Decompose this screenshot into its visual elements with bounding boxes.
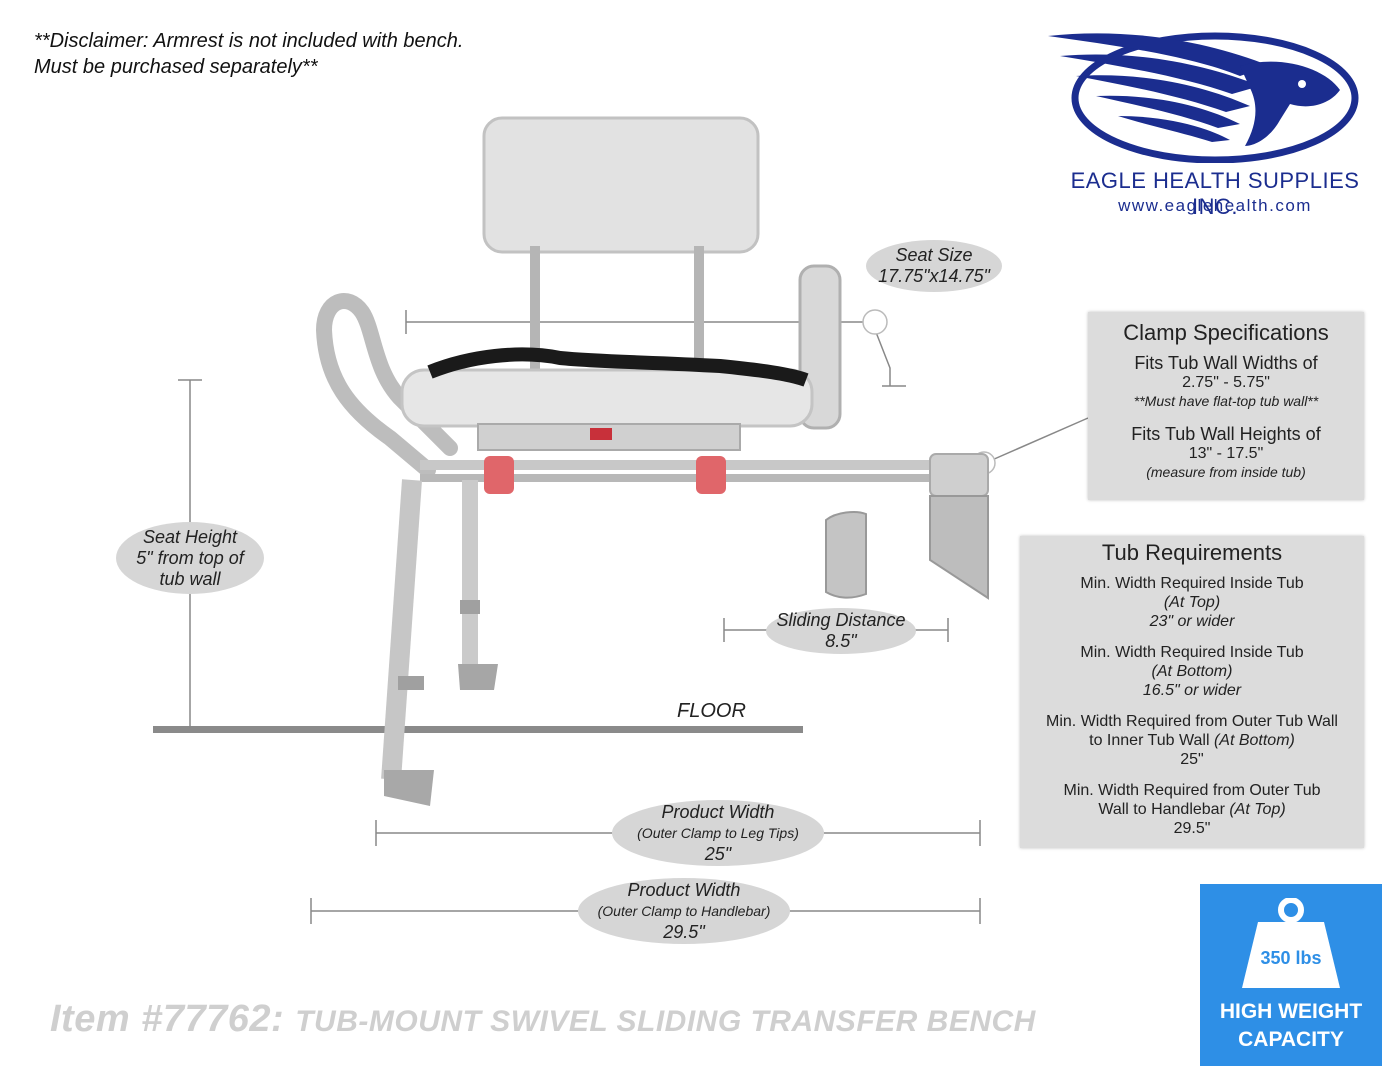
clamp-specifications-title: Clamp Specifications <box>1123 320 1329 345</box>
clamp-width-note: **Must have flat-top tub wall** <box>1133 393 1319 409</box>
tub-requirement-item: Min. Width Required from Outer Tub Wall … <box>1020 781 1364 838</box>
clamp-height-note: (measure from inside tub) <box>1146 464 1306 480</box>
product-width-handlebar-label: Product Width <box>627 879 741 900</box>
item-name: TUB-MOUNT SWIVEL SLIDING TRANSFER BENCH <box>295 1005 1036 1038</box>
seat-height-line-2: 5" from top of <box>136 547 244 568</box>
product-width-handlebar-sub: (Outer Clamp to Handlebar) <box>597 902 771 919</box>
tub-requirement-line: (At Bottom) <box>1151 663 1233 680</box>
disclaimer: **Disclaimer: Armrest is not included wi… <box>34 28 463 80</box>
seat-height-callout: Seat Height 5" from top of tub wall <box>116 522 264 594</box>
product-width-handlebar-value: 29.5" <box>663 921 705 942</box>
tub-requirement-item: Min. Width Required Inside Tub (At Botto… <box>1020 643 1364 700</box>
product-width-legs-callout: Product Width (Outer Clamp to Leg Tips) … <box>612 800 824 866</box>
tub-requirement-line-emphasis: (At Top) <box>1229 801 1286 818</box>
seat-height-line-1: Seat Height <box>142 526 238 547</box>
brand-name: EAGLE HEALTH SUPPLIES INC. <box>1070 168 1360 219</box>
capacity-badge: 350 lbs HIGH WEIGHT CAPACITY <box>1200 884 1382 1066</box>
sliding-distance-label: Sliding Distance <box>776 610 906 630</box>
tub-requirement-line: to Inner Tub Wall <box>1089 732 1214 749</box>
tub-requirement-line-emphasis: (At Bottom) <box>1213 732 1295 749</box>
floor-label: FLOOR <box>677 700 746 722</box>
clamp-specifications-panel: Clamp Specifications Fits Tub Wall Width… <box>1088 312 1364 500</box>
tub-requirement-line: Min. Width Required from Outer Tub Wall <box>1046 713 1338 730</box>
capacity-line-2: CAPACITY <box>1238 1028 1344 1051</box>
disclaimer-line-1: **Disclaimer: Armrest is not included wi… <box>34 30 464 52</box>
floor-line <box>153 726 803 733</box>
disclaimer-line-2: Must be purchased separately** <box>34 56 318 78</box>
tub-requirement-value: 23" or wider <box>1149 613 1235 630</box>
item-number: Item #77762: <box>50 998 285 1040</box>
tub-requirement-line: Min. Width Required from Outer Tub <box>1063 782 1321 799</box>
tub-requirement-line: Min. Width Required Inside Tub <box>1080 644 1304 661</box>
sliding-distance-callout: Sliding Distance 8.5" <box>766 608 916 654</box>
clamp-height-label: Fits Tub Wall Heights of <box>1131 424 1321 444</box>
tub-requirements-panel: Tub Requirements Min. Width Required Ins… <box>1020 536 1364 848</box>
clamp-width-value: 2.75" - 5.75" <box>1182 374 1270 391</box>
seat-size-callout: Seat Size 17.75"x14.75" <box>866 240 1002 292</box>
product-width-handlebar-callout: Product Width (Outer Clamp to Handlebar)… <box>578 878 790 944</box>
sliding-distance-value: 8.5" <box>825 631 857 651</box>
item-title: Item #77762: TUB-MOUNT SWIVEL SLIDING TR… <box>50 998 1036 1041</box>
weight-icon <box>1242 898 1340 988</box>
tub-requirement-item: Min. Width Required from Outer Tub Wall … <box>1020 712 1364 769</box>
product-width-legs-label: Product Width <box>661 801 775 822</box>
tub-requirement-line: (At Top) <box>1163 594 1221 611</box>
product-width-legs-sub: (Outer Clamp to Leg Tips) <box>637 824 799 841</box>
tub-requirement-line: Wall to Handlebar <box>1098 801 1230 818</box>
capacity-text: HIGH WEIGHT CAPACITY <box>1200 998 1382 1054</box>
capacity-weight: 350 lbs <box>1260 948 1322 968</box>
tub-requirement-value: 29.5" <box>1173 820 1211 837</box>
brand-url: www.eaglehealth.com <box>1118 196 1312 215</box>
clamp-height-value: 13" - 17.5" <box>1188 445 1264 462</box>
eagle-logo-icon <box>1048 32 1359 163</box>
tub-requirement-item: Min. Width Required Inside Tub (At Top) … <box>1020 574 1364 631</box>
tub-requirement-line: Min. Width Required Inside Tub <box>1080 575 1304 592</box>
capacity-line-1: HIGH WEIGHT <box>1219 1000 1363 1023</box>
seat-size-value: 17.75"x14.75" <box>878 266 990 286</box>
tub-requirement-value: 16.5" or wider <box>1142 682 1242 699</box>
seat-size-label: Seat Size <box>895 245 973 265</box>
tub-requirement-value: 25" <box>1180 751 1204 768</box>
tub-requirements-title: Tub Requirements <box>1101 540 1283 565</box>
seat-height-line-3: tub wall <box>159 568 221 589</box>
clamp-width-label: Fits Tub Wall Widths of <box>1134 353 1318 373</box>
product-width-legs-value: 25" <box>704 843 732 864</box>
